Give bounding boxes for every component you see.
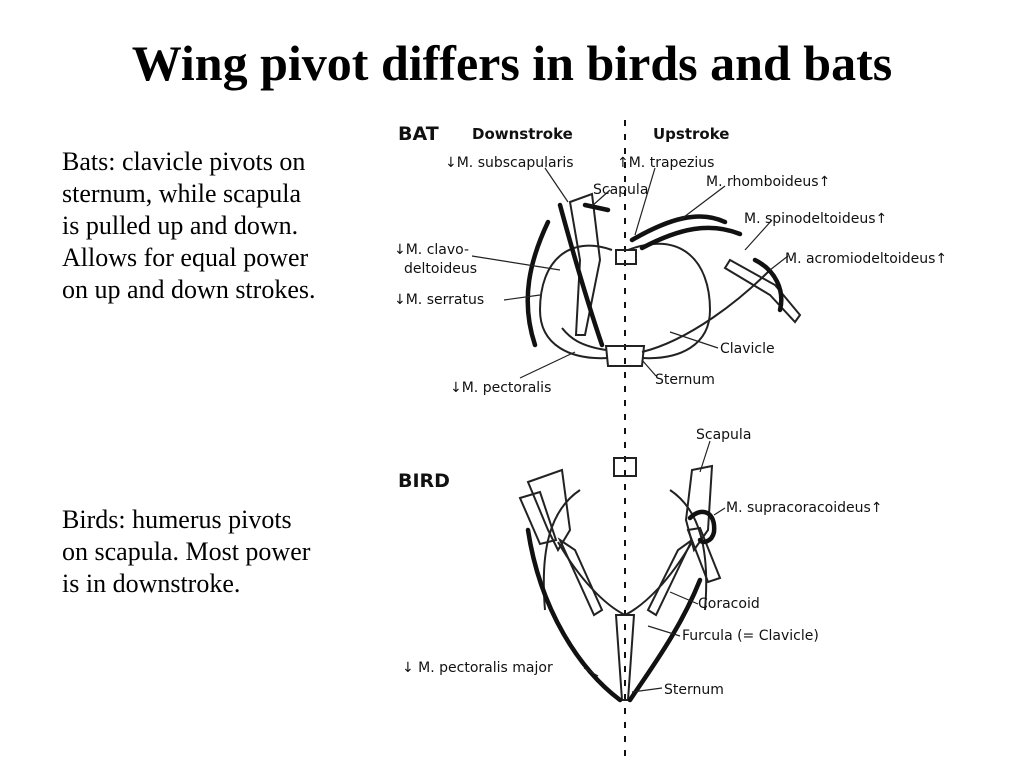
- label-subscapularis: ↓M. subscapularis: [445, 155, 574, 171]
- label-trapezius: ↑M. trapezius: [617, 155, 714, 171]
- label-furcula: Furcula (= Clavicle): [682, 628, 819, 644]
- label-spinodeltoideus: M. spinodeltoideus↑: [744, 211, 887, 227]
- leader-supracoracoideus: [713, 507, 726, 516]
- leader-pectoralis-major: [583, 667, 599, 677]
- bat-sternum-bone: [604, 345, 646, 367]
- bat-clavicle-left: [561, 327, 607, 351]
- bat-scapula-left: [568, 192, 602, 336]
- label-clavicle: Clavicle: [720, 341, 775, 357]
- bat-vertebra: [615, 249, 637, 265]
- bird-muscle-pectoralis-right: [627, 577, 703, 703]
- label-acromiodeltoideus: M. acromiodeltoideus↑: [785, 251, 947, 267]
- bat-humerus: [723, 258, 802, 324]
- leader-rhomboideus: [679, 185, 726, 221]
- bat-muscle-acromiodeltoideus: [752, 257, 784, 313]
- bat-ribcage: [538, 242, 712, 360]
- leader-furcula: [647, 625, 681, 637]
- bat-muscle-subscapularis: [557, 202, 605, 348]
- leader-serratus: [503, 294, 541, 301]
- leader-bird-scapula: [699, 440, 711, 473]
- label-scapula-bat: Scapula: [593, 182, 648, 198]
- leader-pectoralis: [519, 351, 576, 379]
- leader-clavicle: [669, 331, 719, 349]
- bat-diagram: BAT Downstroke Upstroke: [394, 123, 947, 396]
- label-sternum-bird: Sternum: [664, 682, 724, 698]
- leader-bird-sternum: [631, 687, 663, 693]
- bat-muscle-trapezius: [629, 214, 728, 243]
- leader-sternum: [641, 359, 657, 377]
- bird-diagram: BIRD: [398, 427, 883, 703]
- bird-coracoid-left: [557, 537, 604, 617]
- wing-pivot-diagram: BAT Downstroke Upstroke: [394, 120, 947, 760]
- label-pectoralis: ↓M. pectoralis: [450, 380, 551, 396]
- leader-acromiodeltoideus: [769, 255, 789, 271]
- bird-ribcage: [542, 489, 708, 611]
- leader-clavodeltoideus: [471, 255, 561, 271]
- label-pectoralis-major: ↓ M. pectoralis major: [402, 660, 553, 676]
- label-deltoideus: deltoideus: [404, 261, 477, 277]
- label-serratus: ↓M. serratus: [394, 292, 484, 308]
- bird-heading: BIRD: [398, 470, 450, 492]
- downstroke-heading: Downstroke: [472, 125, 573, 143]
- label-sternum-bat: Sternum: [655, 372, 715, 388]
- leader-trapezius: [634, 167, 656, 236]
- bird-muscle-pectoralis-left: [525, 527, 623, 703]
- upstroke-heading: Upstroke: [653, 125, 729, 143]
- bird-humerus-right: [686, 526, 722, 584]
- bird-humerus-left: [518, 490, 558, 546]
- label-rhomboideus: M. rhomboideus↑: [706, 174, 830, 190]
- leader-spinodeltoideus: [744, 219, 773, 251]
- bat-muscle-rhomboideus: [639, 225, 743, 251]
- label-clavo: ↓M. clavo-: [394, 242, 469, 258]
- bat-heading: BAT: [398, 123, 439, 145]
- bird-muscle-supracoracoideus: [687, 509, 717, 545]
- leader-coracoid: [669, 591, 699, 605]
- bird-vertebra: [613, 457, 637, 477]
- bird-scapula-left: [526, 468, 572, 553]
- slide-title: Wing pivot differs in birds and bats: [131, 35, 893, 91]
- label-scapula-bird: Scapula: [696, 427, 751, 443]
- bird-description: Birds: humerus pivots on scapula. Most p…: [62, 505, 311, 598]
- label-supracoracoideus: M. supracoracoideus↑: [726, 500, 883, 516]
- bat-clavicle-right: [641, 269, 771, 353]
- bird-coracoid-right: [646, 539, 693, 617]
- bat-muscle-pectoralis: [525, 219, 551, 348]
- leader-scapula: [591, 189, 611, 207]
- bat-muscle-scapula-top: [582, 202, 611, 213]
- bat-description: Bats: clavicle pivots on sternum, while …: [62, 147, 316, 304]
- label-coracoid: Coracoid: [698, 596, 760, 612]
- leader-subscapularis: [544, 167, 569, 203]
